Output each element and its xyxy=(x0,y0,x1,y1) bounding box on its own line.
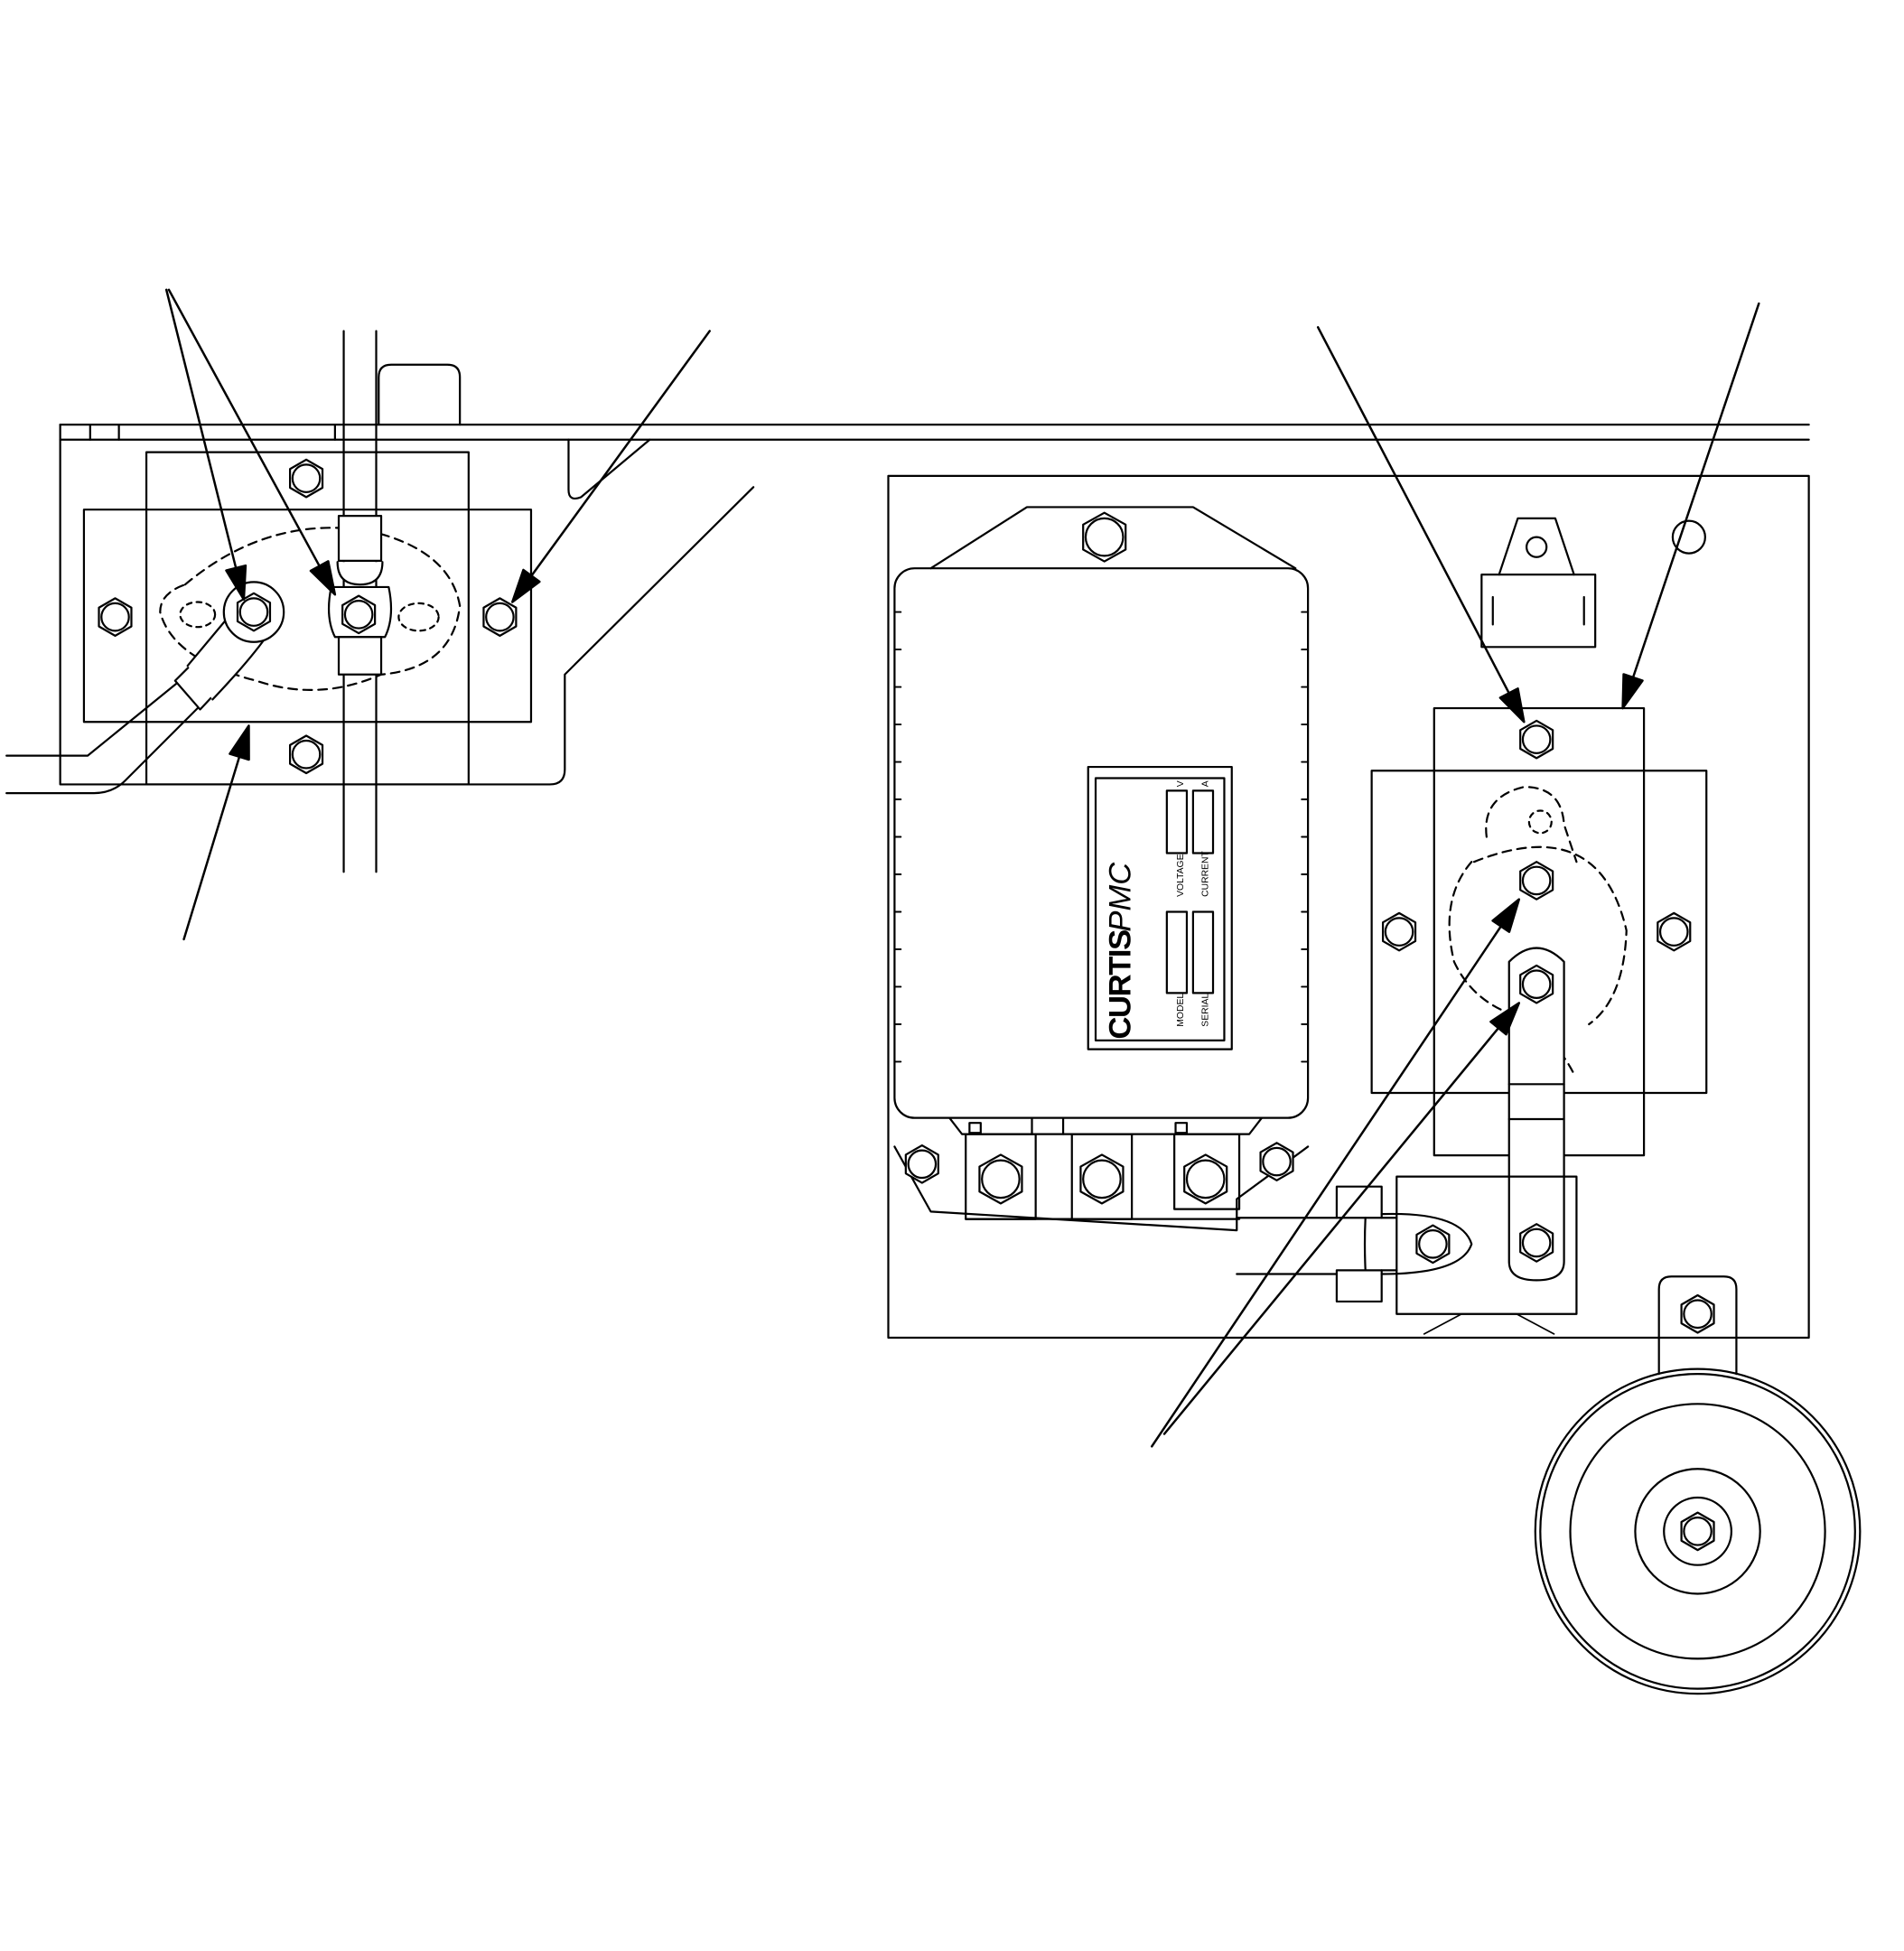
callout-arrow-icon xyxy=(164,288,247,602)
mounting-bracket xyxy=(59,438,755,786)
callout-arrow-icon xyxy=(510,330,711,603)
hex-bolt-icon xyxy=(978,1153,1023,1205)
controller-label-plate xyxy=(1087,765,1233,1050)
controller-brand: CURTIS xyxy=(1104,930,1138,1040)
hex-bolt-icon xyxy=(288,734,324,775)
connector-clip xyxy=(1480,517,1597,649)
hex-bolt-icon xyxy=(288,458,324,499)
model-label: MODEL xyxy=(1176,994,1186,1027)
hex-bolt-icon xyxy=(1381,911,1417,952)
hex-bolt-icon xyxy=(1519,861,1554,901)
hex-bolt-icon xyxy=(1082,511,1127,563)
controller-panel xyxy=(887,474,1810,1340)
left-relay-assembly xyxy=(5,330,755,873)
hex-bolt-icon xyxy=(904,1144,939,1184)
volt-unit: V xyxy=(1176,780,1186,787)
current-label: CURRENT xyxy=(1200,851,1210,897)
hex-bolt-icon xyxy=(1519,719,1554,760)
amp-unit: A xyxy=(1200,780,1210,787)
hex-bolt-icon xyxy=(341,594,377,635)
right-contactor-assembly xyxy=(1236,706,1708,1335)
callout-arrow-icon xyxy=(1316,326,1526,723)
horn-icon xyxy=(1534,1275,1862,1695)
hex-bolt-icon xyxy=(1680,1511,1715,1552)
hex-bolt-icon xyxy=(1519,964,1554,1004)
callout-arrow-icon xyxy=(167,288,337,596)
hex-bolt-icon xyxy=(1415,1224,1451,1265)
voltage-label: VOLTAGE xyxy=(1176,854,1186,896)
callout-arrows[interactable] xyxy=(164,288,1760,1448)
callout-arrow-icon xyxy=(1151,898,1521,1448)
mounting-rail xyxy=(59,424,1810,441)
hex-bolt-icon xyxy=(1079,1153,1125,1205)
hex-bolt-icon xyxy=(1183,1153,1228,1205)
hex-bolt-icon xyxy=(1657,911,1692,952)
serial-label: SERIAL xyxy=(1200,994,1210,1027)
curtis-controller: CURTIS PMC MODEL SERIAL VOLTAGE CURRENT … xyxy=(893,506,1310,1232)
hex-bolt-icon xyxy=(1519,1223,1554,1263)
controller-brand-suffix: PMC xyxy=(1104,862,1138,932)
hex-bolt-icon xyxy=(1259,1142,1294,1181)
hex-bolt-icon xyxy=(98,597,133,637)
callout-arrow-icon xyxy=(182,724,250,941)
callout-arrow-icon xyxy=(1162,1002,1521,1435)
callout-arrow-icon xyxy=(1621,302,1760,710)
hex-bolt-icon xyxy=(482,597,518,637)
hex-bolt-icon xyxy=(1680,1293,1715,1334)
